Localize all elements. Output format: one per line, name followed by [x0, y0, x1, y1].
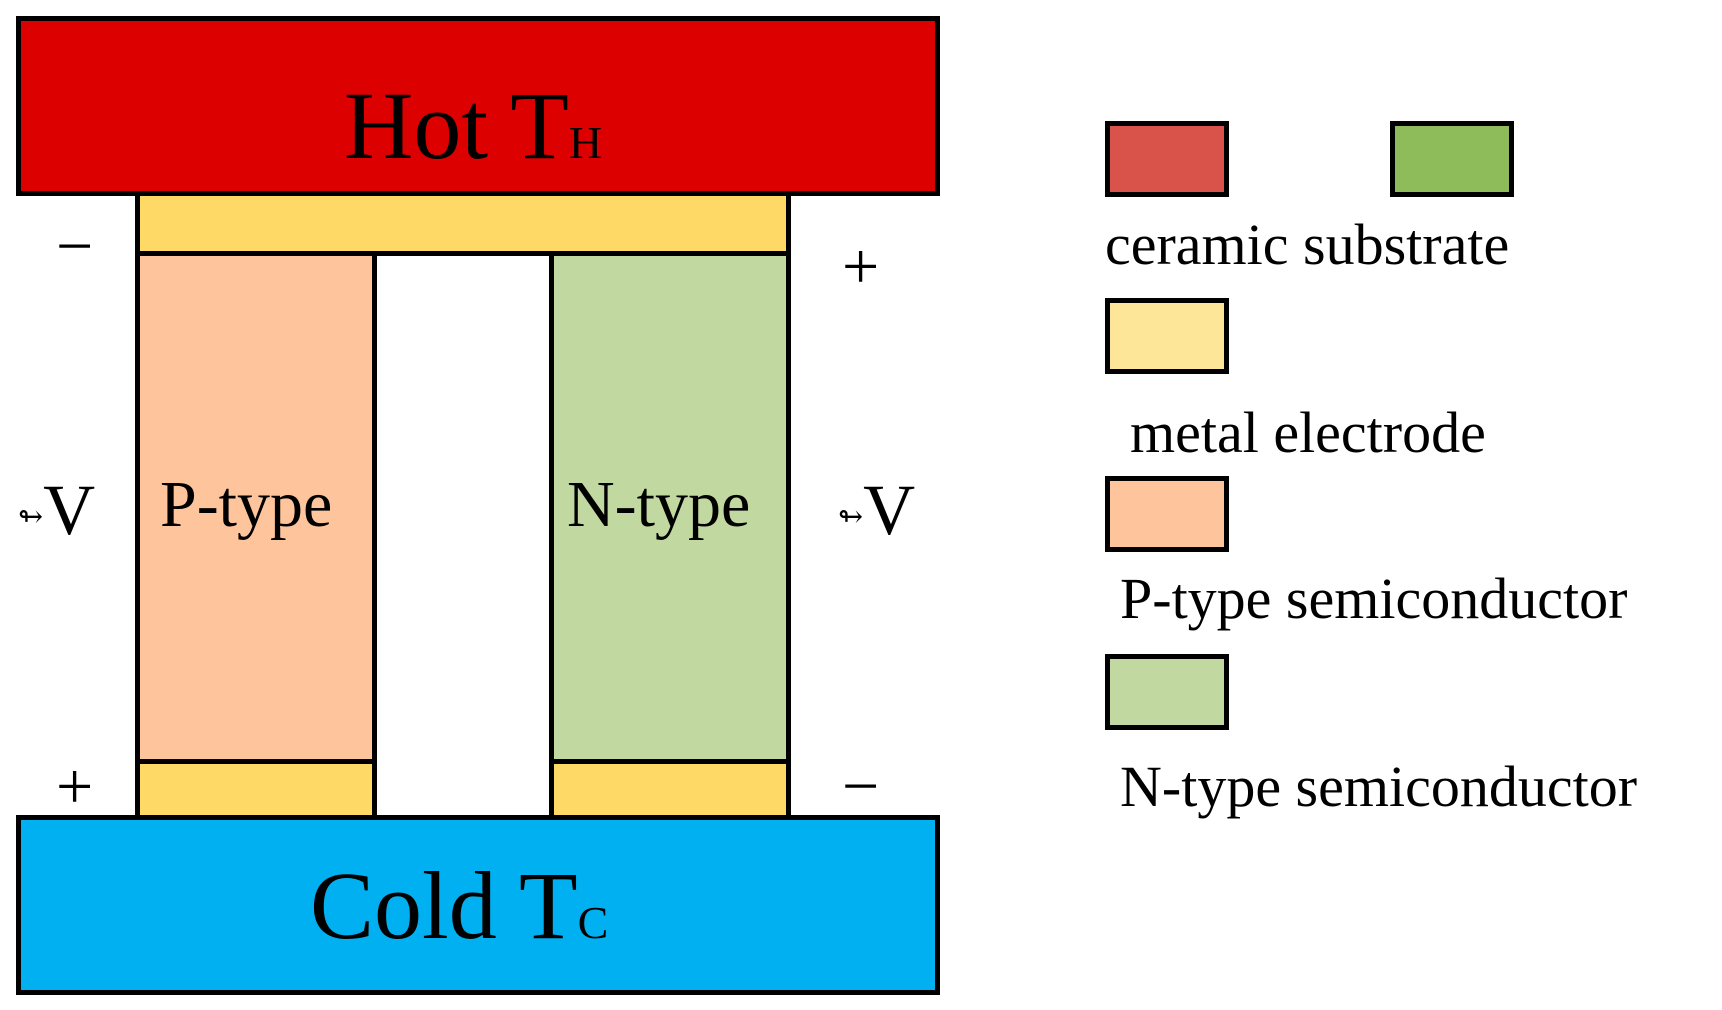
legend-swatch-n-type	[1105, 654, 1229, 730]
sign-top-right: +	[842, 230, 880, 303]
legend-label-ceramic-substrate: ceramic substrate	[1105, 212, 1510, 277]
legend-swatch-ceramic-red	[1105, 121, 1229, 197]
sign-bottom-right: −	[842, 750, 880, 823]
n-type-label: N-type	[567, 468, 751, 541]
legend-label-metal-electrode: metal electrode	[1130, 400, 1486, 465]
sign-top-left: −	[56, 210, 94, 283]
bottom-left-metal-electrode	[135, 759, 377, 820]
sign-bottom-left: +	[56, 750, 94, 823]
legend-swatch-metal-electrode	[1105, 298, 1229, 374]
cold-plate	[16, 815, 940, 995]
legend-swatch-p-type	[1105, 476, 1229, 552]
voltage-label-left: ↬V	[18, 470, 96, 550]
p-type-leg	[135, 251, 377, 764]
delta-arrow-icon: ↬	[18, 500, 44, 534]
bottom-right-metal-electrode	[549, 759, 791, 820]
legend-swatch-ceramic-green	[1390, 121, 1514, 197]
legend-label-n-type: N-type semiconductor	[1120, 754, 1638, 819]
p-type-label: P-type	[160, 468, 333, 541]
voltage-label-right: ↬V	[838, 470, 916, 550]
hot-plate	[16, 16, 940, 196]
legend-label-p-type: P-type semiconductor	[1120, 566, 1628, 631]
delta-arrow-icon: ↬	[838, 500, 864, 534]
top-metal-electrode	[135, 196, 791, 256]
hot-label: Hot TH	[344, 72, 603, 179]
cold-label: Cold TC	[310, 852, 609, 959]
